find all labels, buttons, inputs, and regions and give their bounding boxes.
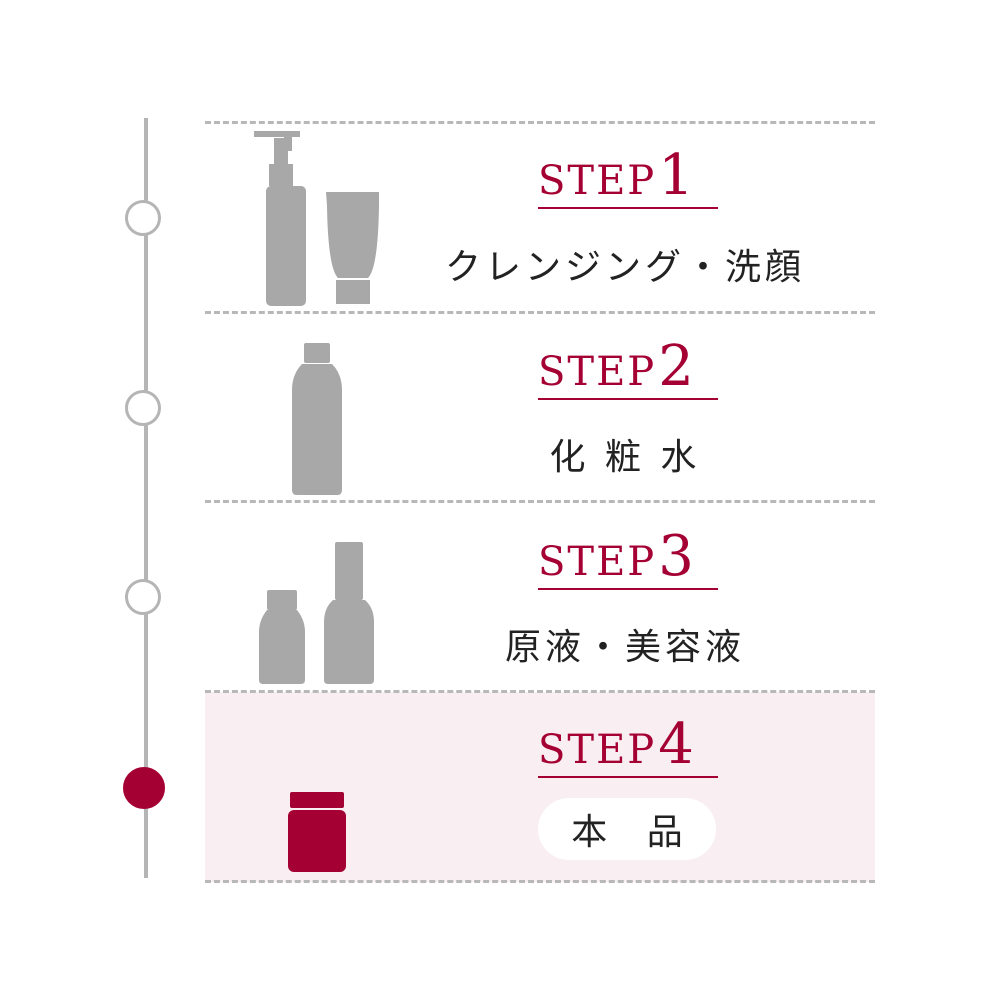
divider bbox=[205, 311, 875, 314]
step-number: 3 bbox=[658, 524, 694, 589]
timeline-node-3 bbox=[125, 579, 161, 615]
step-2-label: 化 粧 水 bbox=[549, 437, 701, 478]
timeline-line bbox=[144, 118, 148, 878]
divider bbox=[205, 690, 875, 693]
pump-bottle-and-tube-icon bbox=[254, 131, 379, 306]
step-number: 2 bbox=[658, 334, 694, 399]
timeline-node-1 bbox=[125, 200, 161, 236]
lotion-bottle-icon bbox=[292, 343, 342, 495]
step-4-label-pill: 本 品 bbox=[538, 798, 716, 860]
step-word: STEP bbox=[538, 727, 657, 773]
step-4-title: STEP 4 bbox=[538, 714, 718, 778]
supplement-jar-icon bbox=[288, 792, 346, 872]
step-number: 1 bbox=[658, 143, 694, 208]
step-3-title: STEP 3 bbox=[538, 526, 718, 590]
step-word: STEP bbox=[538, 539, 657, 585]
divider bbox=[205, 121, 875, 124]
step-2-title: STEP 2 bbox=[538, 336, 718, 400]
timeline-node-4-active bbox=[123, 767, 165, 809]
step-1-label: クレンジング・洗顔 bbox=[444, 247, 805, 288]
step-1-title: STEP 1 bbox=[538, 145, 718, 209]
step-3-label: 原液・美容液 bbox=[504, 627, 745, 668]
step-word: STEP bbox=[538, 349, 657, 395]
divider bbox=[205, 880, 875, 883]
serum-bottles-icon bbox=[259, 542, 374, 684]
timeline-node-2 bbox=[125, 390, 161, 426]
step-number: 4 bbox=[658, 712, 694, 777]
divider bbox=[205, 500, 875, 503]
step-word: STEP bbox=[538, 158, 657, 204]
